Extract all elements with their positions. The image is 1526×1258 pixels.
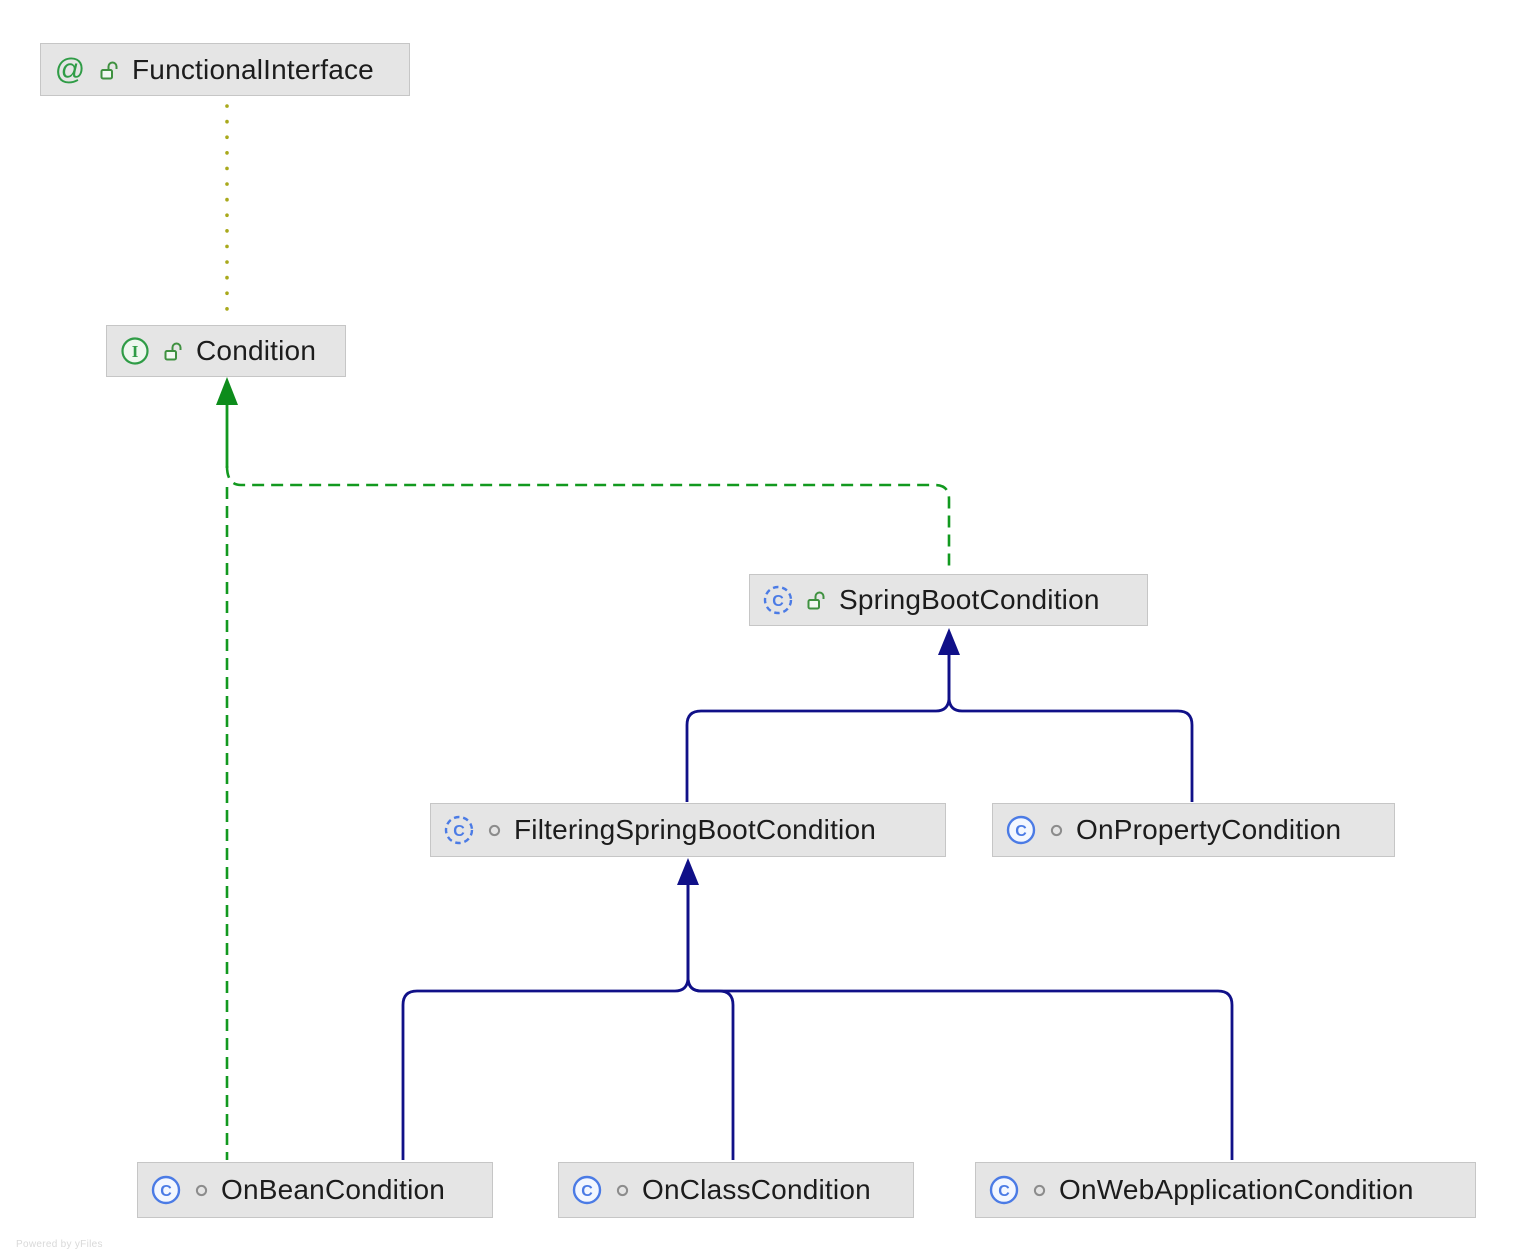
svg-text:@: @: [55, 53, 85, 86]
edge-springbootcondition-implements-condition: [225, 465, 951, 572]
edge-filteringspringbootcondition-extends-springbootcondition: [685, 652, 951, 802]
svg-text:C: C: [160, 1183, 172, 1200]
abstract-class-icon: C: [443, 814, 475, 846]
arrowhead-into-condition: [216, 377, 238, 405]
node-label: Condition: [196, 335, 317, 366]
class-icon: C: [571, 1174, 603, 1206]
public-lock-icon: [99, 59, 120, 81]
node-label: OnClassCondition: [642, 1174, 871, 1205]
node-onpropertycondition[interactable]: C OnPropertyCondition: [992, 803, 1395, 857]
public-lock-icon: [806, 589, 827, 611]
edge-onbeancondition-extends-filteringspringbootcondition: [401, 882, 690, 1160]
svg-text:C: C: [772, 593, 784, 610]
arrowhead-into-filteringspringbootcondition: [677, 858, 699, 885]
node-onclasscondition[interactable]: C OnClassCondition: [558, 1162, 914, 1218]
svg-text:I: I: [132, 342, 139, 361]
class-icon: C: [150, 1174, 182, 1206]
node-label: OnPropertyCondition: [1076, 814, 1342, 845]
edge-onwebapplicationcondition-extends-filteringspringbootcondition: [686, 882, 1234, 1160]
node-label: OnBeanCondition: [221, 1174, 446, 1205]
abstract-class-icon: C: [762, 584, 794, 616]
public-lock-icon: [163, 340, 184, 362]
svg-text:C: C: [998, 1183, 1010, 1200]
edge-onclasscondition-extends-filteringspringbootcondition: [686, 882, 735, 1160]
node-onwebapplicationcondition[interactable]: C OnWebApplicationCondition: [975, 1162, 1476, 1218]
node-condition[interactable]: I Condition: [106, 325, 346, 377]
yfiles-watermark: Powered by yFiles: [16, 1239, 103, 1250]
arrowhead-into-springbootcondition: [938, 628, 960, 655]
class-icon: C: [988, 1174, 1020, 1206]
class-icon: C: [1005, 814, 1037, 846]
interface-icon: I: [119, 335, 151, 367]
annotation-icon: @: [53, 53, 87, 87]
node-springbootcondition[interactable]: C SpringBootCondition: [749, 574, 1148, 626]
svg-text:C: C: [1015, 823, 1027, 840]
package-private-icon: [1049, 823, 1064, 838]
svg-text:C: C: [453, 823, 465, 840]
svg-text:C: C: [581, 1183, 593, 1200]
package-private-icon: [615, 1183, 630, 1198]
edge-onpropertycondition-extends-springbootcondition: [947, 652, 1194, 802]
node-label: SpringBootCondition: [839, 584, 1100, 615]
node-onbeancondition[interactable]: C OnBeanCondition: [137, 1162, 493, 1218]
node-label: OnWebApplicationCondition: [1059, 1174, 1414, 1205]
package-private-icon: [194, 1183, 209, 1198]
package-private-icon: [487, 823, 502, 838]
node-label: FilteringSpringBootCondition: [514, 814, 877, 845]
node-functionalinterface[interactable]: @ FunctionalInterface: [40, 43, 410, 96]
node-label: FunctionalInterface: [132, 53, 374, 85]
package-private-icon: [1032, 1183, 1047, 1198]
node-filteringspringbootcondition[interactable]: C FilteringSpringBootCondition: [430, 803, 946, 857]
